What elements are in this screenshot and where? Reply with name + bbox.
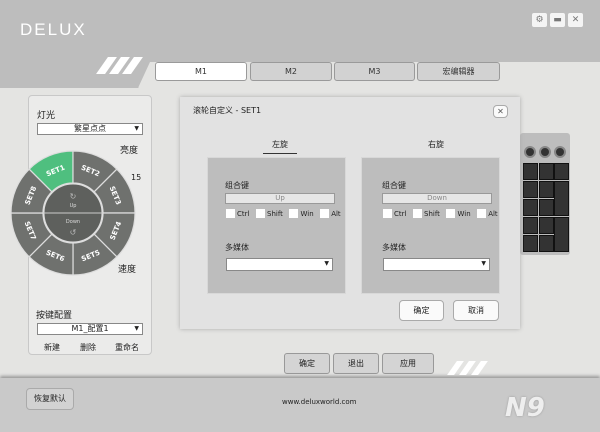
tab-right-rotate[interactable]: 右旋	[428, 140, 444, 149]
combo-key-input[interactable]: Down	[382, 193, 492, 204]
alt-label: Alt	[331, 209, 341, 218]
keypad-key	[538, 199, 554, 216]
alt-checkbox[interactable]	[477, 209, 487, 218]
keypad-key	[554, 163, 569, 180]
light-label: 灯光	[37, 111, 56, 121]
ctrl-label: Ctrl	[237, 209, 250, 218]
keypad-key	[523, 181, 538, 198]
left-rotate-pane: 组合键 Up Ctrl Shift Win Alt 多媒体 ▼	[207, 157, 346, 294]
rename-profile-link[interactable]: 重命名	[115, 343, 139, 352]
profile-value: M1_配置1	[71, 324, 109, 333]
keypad-key	[523, 163, 538, 180]
wheel-segment-set8[interactable]	[10, 168, 53, 214]
brightness-label: 亮度	[120, 146, 139, 156]
speed-label: 速度	[118, 265, 137, 275]
right-rotate-pane: 组合键 Down Ctrl Shift Win Alt 多媒体 ▼	[361, 157, 500, 294]
combo-key-label: 组合键	[225, 181, 249, 190]
modifier-row: Ctrl Shift Win Alt	[383, 209, 502, 218]
keypad-key	[538, 235, 554, 252]
profile-select[interactable]: M1_配置1 ▼	[37, 323, 143, 335]
shift-checkbox[interactable]	[413, 209, 423, 218]
wheel-down-label[interactable]: Down	[66, 219, 80, 225]
dialog-cancel-button[interactable]: 取消	[453, 300, 499, 321]
media-label: 多媒体	[382, 243, 406, 252]
win-checkbox[interactable]	[289, 209, 299, 218]
rotate-up-icon: ↻	[70, 192, 77, 201]
restore-defaults-button[interactable]: 恢复默认	[26, 388, 74, 410]
alt-label: Alt	[488, 209, 498, 218]
chevron-down-icon: ▼	[481, 260, 486, 267]
chevron-down-icon: ▼	[134, 325, 139, 332]
tab-macro-editor[interactable]: 宏编辑器	[417, 62, 500, 81]
keypad-preview	[520, 133, 570, 255]
keypad-key	[538, 217, 554, 234]
keypad-knob-icon	[539, 146, 551, 158]
ctrl-checkbox[interactable]	[383, 209, 392, 218]
keypad-knob-icon	[554, 146, 566, 158]
keypad-key	[523, 217, 538, 234]
dialog-ok-button[interactable]: 确定	[399, 300, 444, 321]
minimize-icon[interactable]: ▬	[550, 13, 565, 27]
keypad-key	[523, 235, 538, 252]
profile-label: 按键配置	[36, 311, 73, 321]
gear-icon[interactable]: ⚙	[532, 13, 547, 27]
keypad-key	[538, 181, 554, 198]
new-profile-link[interactable]: 新建	[44, 343, 60, 352]
ok-button[interactable]: 确定	[284, 353, 330, 374]
keypad-key	[538, 163, 554, 180]
light-mode-select[interactable]: 繁星点点 ▼	[37, 123, 143, 135]
chevron-down-icon: ▼	[324, 260, 329, 267]
website-link[interactable]: www.deluxworld.com	[282, 398, 357, 406]
delete-profile-link[interactable]: 删除	[80, 343, 96, 352]
keypad-knob-icon	[524, 146, 536, 158]
shift-checkbox[interactable]	[256, 209, 266, 218]
dialog-close-icon[interactable]: ✕	[493, 105, 508, 118]
dialog-title: 滚轮自定义 - SET1	[193, 106, 262, 115]
ctrl-checkbox[interactable]	[226, 209, 235, 218]
media-select[interactable]: ▼	[383, 258, 490, 271]
footer	[0, 378, 600, 432]
alt-checkbox[interactable]	[320, 209, 330, 218]
apply-button[interactable]: 应用	[382, 353, 434, 374]
combo-key-input[interactable]: Up	[225, 193, 335, 204]
tab-m1[interactable]: M1	[155, 62, 247, 81]
ctrl-label: Ctrl	[394, 209, 407, 218]
keypad-key	[523, 199, 538, 216]
media-label: 多媒体	[225, 243, 249, 252]
wheel-up-label[interactable]: Up	[70, 203, 77, 209]
shift-label: Shift	[267, 209, 283, 218]
rotate-down-icon: ↺	[70, 228, 77, 237]
win-checkbox[interactable]	[446, 209, 456, 218]
keypad-key	[554, 181, 569, 216]
modifier-row: Ctrl Shift Win Alt	[226, 209, 345, 218]
tab-left-rotate[interactable]: 左旋	[263, 139, 297, 154]
brightness-value: 15	[131, 173, 142, 182]
close-icon[interactable]: ✕	[568, 13, 583, 27]
tab-m2[interactable]: M2	[250, 62, 332, 81]
wheel-custom-dialog: 滚轮自定义 - SET1 ✕ 左旋 右旋 组合键 Up Ctrl Shift W…	[180, 97, 520, 329]
win-label: Win	[457, 209, 471, 218]
exit-button[interactable]: 退出	[333, 353, 379, 374]
combo-key-label: 组合键	[382, 181, 406, 190]
watermark-logo: N9	[505, 393, 545, 423]
shift-label: Shift	[424, 209, 440, 218]
tab-m3[interactable]: M3	[334, 62, 415, 81]
delux-logo: DELUX	[20, 20, 87, 39]
chevron-down-icon: ▼	[134, 125, 139, 132]
win-label: Win	[300, 209, 314, 218]
media-select[interactable]: ▼	[226, 258, 333, 271]
light-mode-value: 繁星点点	[74, 124, 106, 133]
keypad-key	[554, 217, 569, 252]
